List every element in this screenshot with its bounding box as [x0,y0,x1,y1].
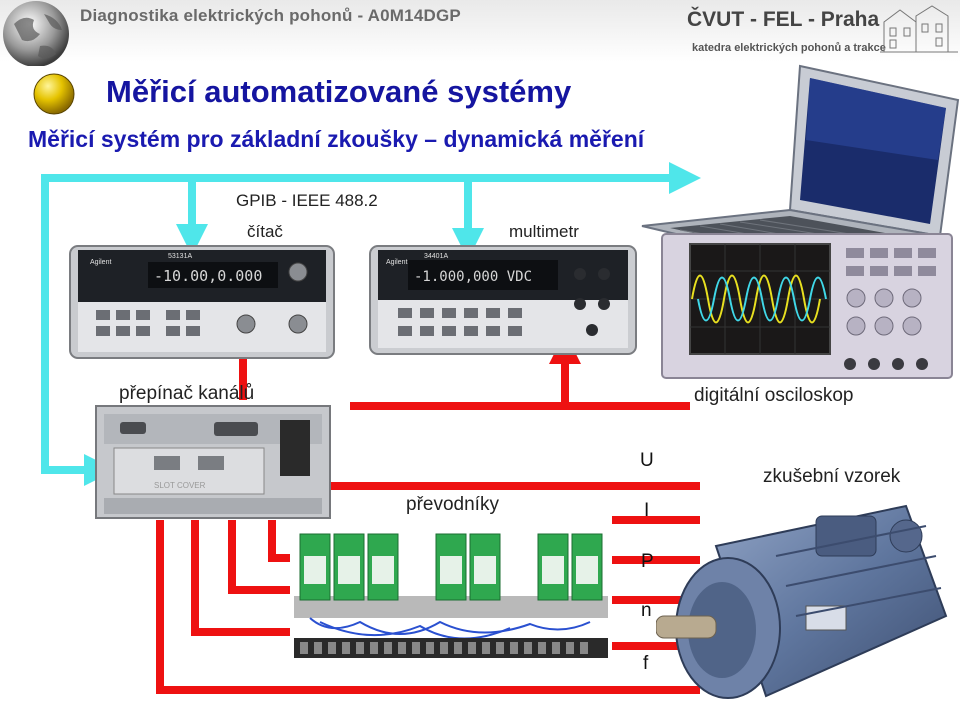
counter-label: čítač [247,222,283,242]
multimeter-model: 34401A [424,253,448,260]
signal-label-f: f [643,653,648,675]
oscilloscope-image [660,232,954,380]
signal-label-p: P [641,551,654,573]
signal-label-n: n [641,600,652,622]
multimeter-brand: Agilent [386,259,407,266]
signal-label-u: U [640,450,654,472]
counter-model: 53131A [168,253,192,260]
multimeter-reading: -1.000,000 VDC [414,269,532,285]
channel-switch-label: přepínač kanálů [119,383,254,405]
gpib-bus-label: GPIB - IEEE 488.2 [236,191,378,211]
channel-switch-image: SLOT COVER [94,404,334,522]
oscilloscope-label: digitální osciloskop [694,385,853,407]
signal-label-i: I [644,500,649,522]
test-motor-image [656,496,956,718]
multimeter-image: -1.000,000 VDC Agilent 34401A [368,244,638,356]
multimeter-label: multimetr [509,222,579,242]
counter-reading: -10.00,0.000 [154,267,262,285]
test-sample-label: zkušební vzorek [763,466,900,488]
switch-panel-text: SLOT COVER [154,481,206,490]
transducers-label: převodníky [406,494,499,516]
transducers-image [290,526,612,676]
counter-brand: Agilent [90,259,111,266]
frequency-counter-image: -10.00,0.000 Agilent 53131A [68,244,336,360]
